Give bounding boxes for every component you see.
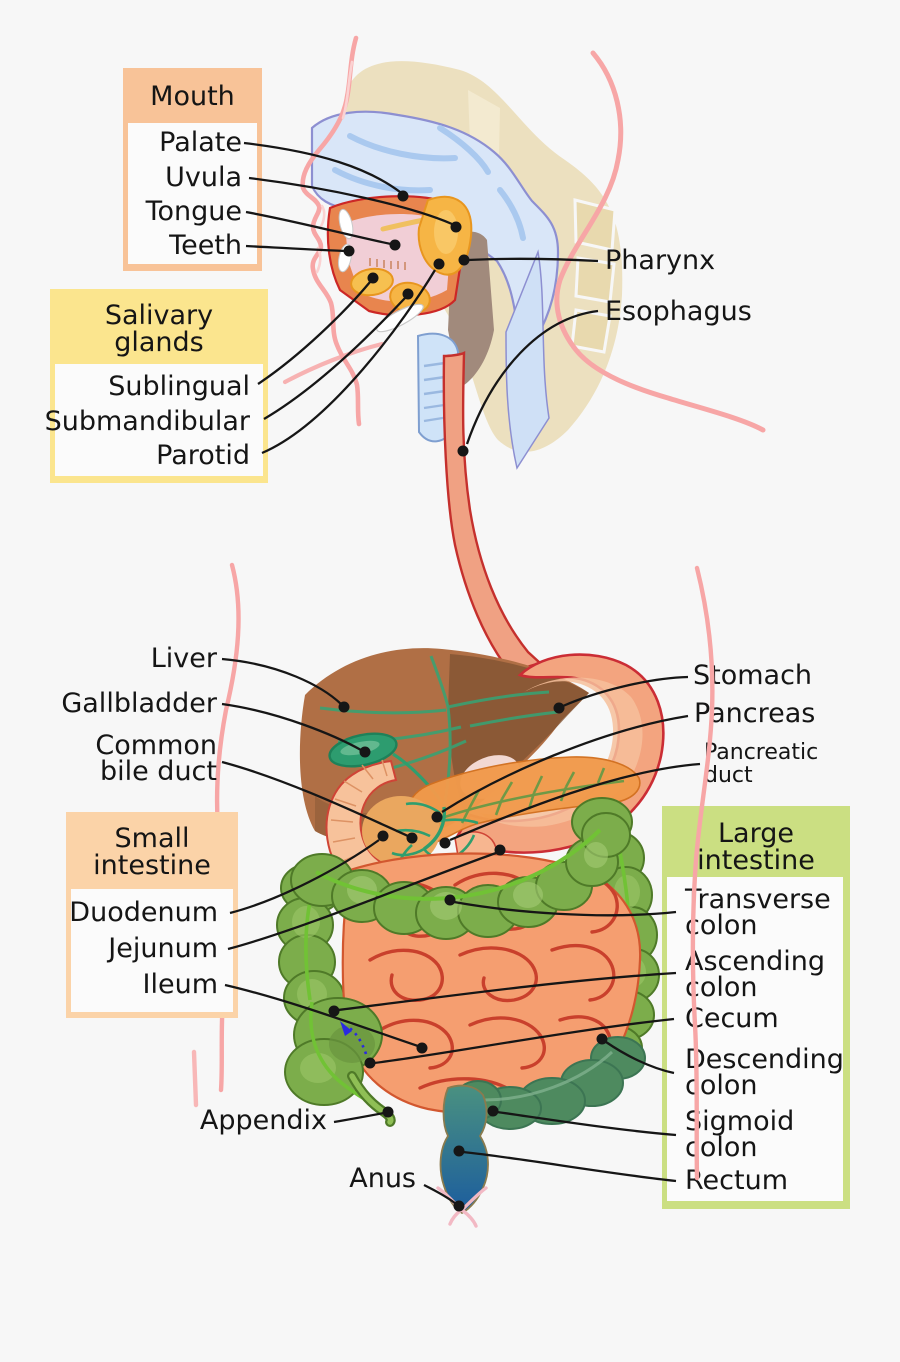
label-appendix: Appendix: [199, 1105, 327, 1136]
label-sublingual: Sublingual: [108, 371, 250, 402]
large-intestine-label-box: Large intestine Transverse colon Ascendi…: [662, 806, 850, 1209]
salivary-glands-label-box: Salivary glands Sublingual Submandibular…: [45, 289, 268, 483]
small-intestine-box-title: Small intestine: [93, 823, 211, 881]
label-submandibular: Submandibular: [44, 406, 250, 437]
label-pharynx: Pharynx: [605, 245, 716, 276]
label-teeth: Teeth: [169, 230, 242, 261]
label-rectum: Rectum: [685, 1165, 789, 1196]
label-tongue: Tongue: [145, 196, 242, 227]
label-liver: Liver: [150, 643, 217, 674]
label-common-bile-duct: Common bile duct: [95, 730, 217, 787]
label-ileum: Ileum: [142, 969, 219, 1000]
label-uvula: Uvula: [165, 162, 242, 193]
label-pancreas: Pancreas: [694, 698, 816, 729]
rectum-organ: [436, 1084, 489, 1228]
label-esophagus: Esophagus: [605, 296, 752, 327]
esophagus-organ: [442, 351, 543, 674]
label-pancreatic-duct: Pancreatic duct: [704, 740, 819, 788]
mouth-box-title: Mouth: [150, 81, 235, 112]
label-parotid: Parotid: [156, 440, 250, 471]
mouth-label-box: Mouth Palate Uvula Tongue Teeth: [123, 68, 262, 271]
salivary-box-title: Salivary glands: [104, 300, 214, 358]
label-stomach: Stomach: [693, 660, 813, 691]
label-cecum: Cecum: [685, 1003, 779, 1034]
label-anus: Anus: [349, 1163, 416, 1194]
label-sigmoid-colon: Sigmoid colon: [685, 1106, 795, 1163]
label-duodenum: Duodenum: [69, 897, 218, 928]
large-intestine-box-title: Large intestine: [697, 818, 815, 876]
small-intestine-label-box: Small intestine Duodenum Jejunum Ileum: [66, 812, 238, 1018]
label-jejunum: Jejunum: [108, 933, 218, 964]
mouth-region: [326, 195, 473, 317]
label-gallbladder: Gallbladder: [61, 688, 217, 719]
label-transverse-colon: Transverse colon: [685, 884, 831, 941]
label-descending-colon: Descending colon: [685, 1044, 844, 1101]
label-palate: Palate: [159, 127, 242, 158]
label-ascending-colon: Ascending colon: [685, 946, 825, 1003]
